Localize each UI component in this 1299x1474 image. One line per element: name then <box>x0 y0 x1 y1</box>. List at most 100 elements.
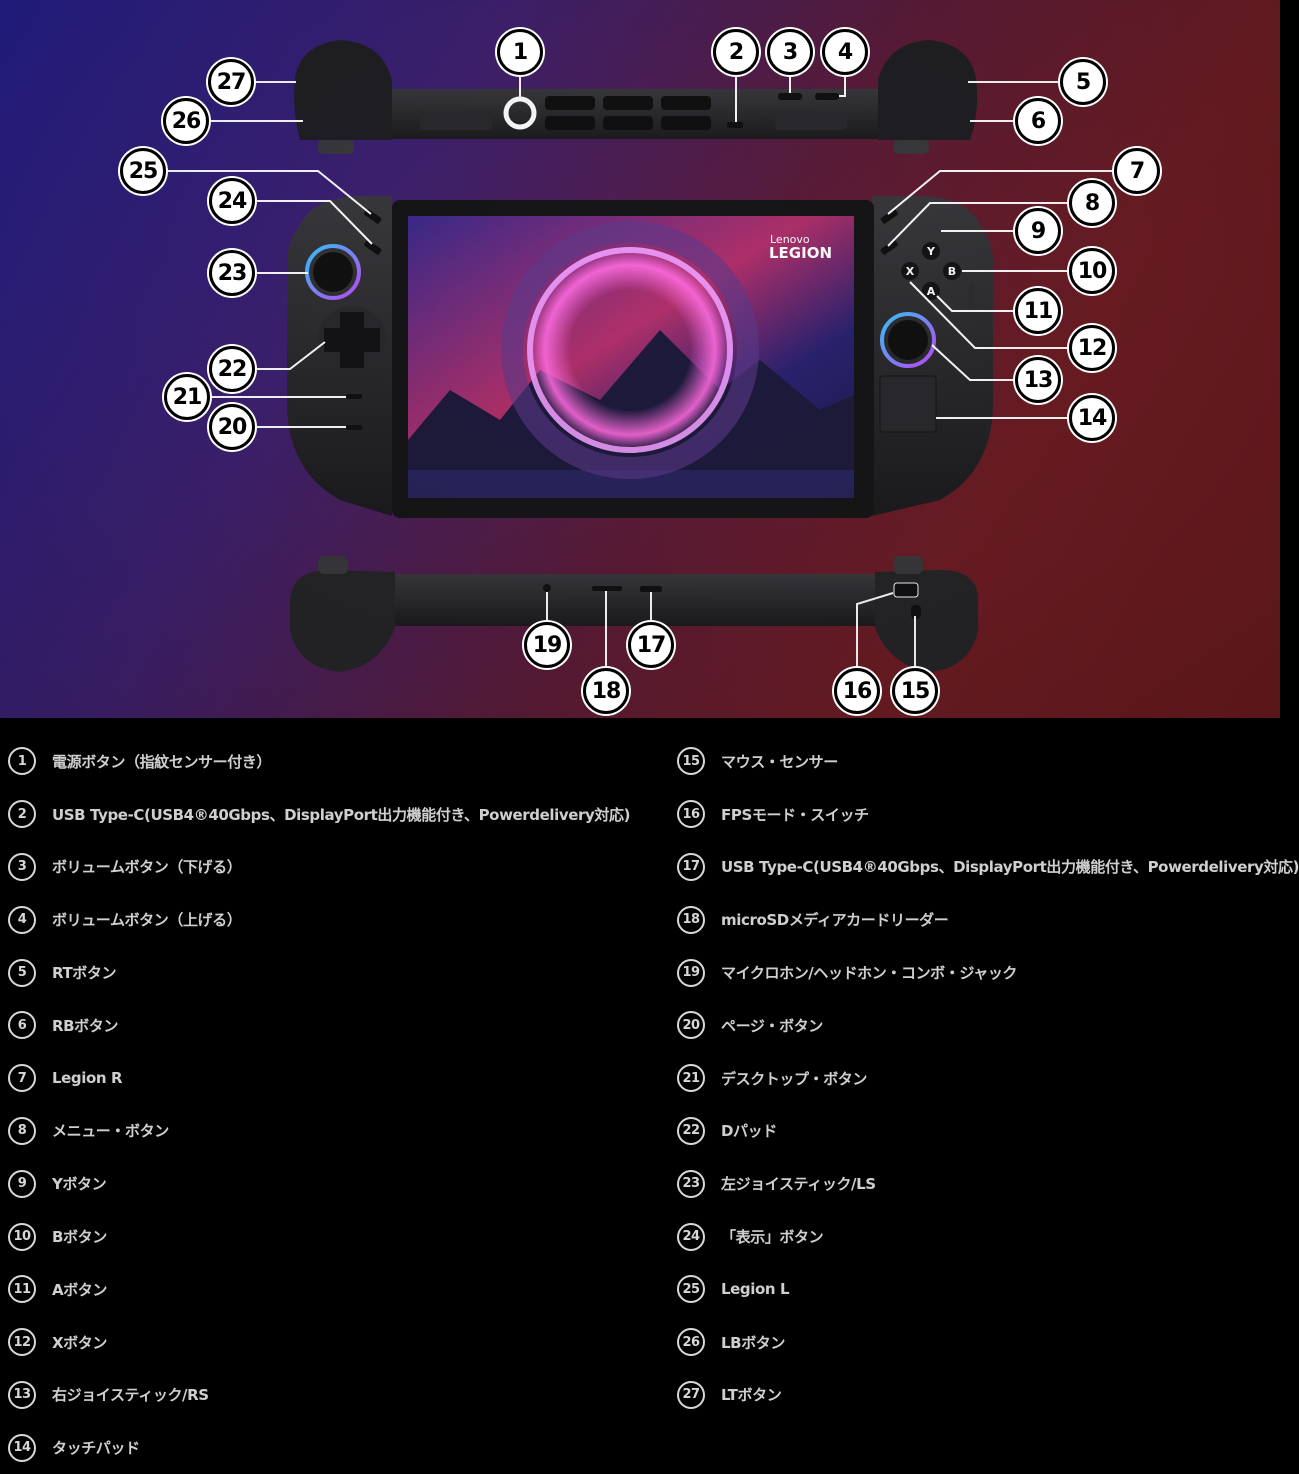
legend-item: 12 Xボタン <box>8 1316 668 1369</box>
legend-item: 24 「表示」ボタン <box>677 1210 1277 1263</box>
legend-number: 6 <box>8 1011 36 1040</box>
callout-25: 25 <box>120 148 166 194</box>
legend-label: Legion R <box>52 1069 123 1088</box>
legend-label: ボリュームボタン（上げる） <box>52 911 242 930</box>
callout-8: 8 <box>1069 180 1115 226</box>
legend-label: USB Type-C(USB4®40Gbps、DisplayPort出力機能付き… <box>52 805 631 824</box>
legend-number: 10 <box>8 1222 36 1251</box>
front-view: Lenovo LEGION Y B A X <box>286 196 994 518</box>
callout-7: 7 <box>1114 148 1160 194</box>
legend-label: RTボタン <box>52 964 117 983</box>
legend-label: メニュー・ボタン <box>52 1122 169 1141</box>
legend-number: 5 <box>8 958 36 987</box>
callout-27: 27 <box>208 59 254 105</box>
legend-item: 1 電源ボタン（指紋センサー付き） <box>8 735 668 788</box>
legend-label: FPSモード・スイッチ <box>721 805 869 824</box>
legend-item: 22 Dパッド <box>677 1105 1277 1158</box>
legend-item: 23 左ジョイスティック/LS <box>677 1157 1277 1210</box>
legend-label: 左ジョイスティック/LS <box>721 1175 876 1194</box>
callout-1: 1 <box>497 29 543 75</box>
callout-9: 9 <box>1015 208 1061 254</box>
callout-13: 13 <box>1015 357 1061 403</box>
legend-item: 17 USB Type-C(USB4®40Gbps、DisplayPort出力機能… <box>677 841 1299 894</box>
callout-22: 22 <box>209 346 255 392</box>
legend-label: Legion L <box>721 1280 790 1299</box>
legend-number: 8 <box>8 1116 36 1145</box>
legend-item: 18 microSDメディアカードリーダー <box>677 893 1277 946</box>
legend-number: 21 <box>677 1064 705 1093</box>
legend-label: LBボタン <box>721 1333 785 1352</box>
legend-number: 14 <box>8 1433 36 1462</box>
legend-label: Aボタン <box>52 1280 108 1299</box>
legend-right-column: 15 マウス・センサー 16 FPSモード・スイッチ 17 USB Type-C(US… <box>677 735 1299 1422</box>
leader-lines <box>166 75 1114 668</box>
legend-item: 11 Aボタン <box>8 1263 668 1316</box>
legend-label: デスクトップ・ボタン <box>721 1069 868 1088</box>
legend-label: ページ・ボタン <box>721 1016 823 1035</box>
legend-item: 14 タッチパッド <box>8 1421 668 1474</box>
legend-number: 12 <box>8 1328 36 1357</box>
legend-number: 23 <box>677 1169 705 1198</box>
legend-label: マイクロホン/ヘッドホン・コンボ・ジャック <box>721 964 1018 983</box>
legend-number: 3 <box>8 852 36 881</box>
callout-19: 19 <box>524 622 570 668</box>
callout-21: 21 <box>164 374 210 420</box>
legend-label: 電源ボタン（指紋センサー付き） <box>52 752 272 771</box>
legend-label: Bボタン <box>52 1228 107 1247</box>
legend-label: microSDメディアカードリーダー <box>721 911 949 930</box>
callout-20: 20 <box>209 404 255 450</box>
legend-item: 5 RTボタン <box>8 946 668 999</box>
legend-item: 25 Legion L <box>677 1263 1277 1316</box>
device-diagram: Lenovo LEGION Y B A X <box>0 0 1280 718</box>
legend-label: マウス・センサー <box>721 752 838 771</box>
legend-number: 27 <box>677 1380 705 1409</box>
callout-16: 16 <box>834 668 880 714</box>
legend-label: RBボタン <box>52 1016 118 1035</box>
legend-label: Dパッド <box>721 1122 777 1141</box>
legend-number: 15 <box>677 747 705 776</box>
top-view <box>294 40 978 154</box>
legend-number: 26 <box>677 1328 705 1357</box>
legend-number: 19 <box>677 958 705 987</box>
legend-number: 22 <box>677 1116 705 1145</box>
legend-label: Xボタン <box>52 1333 107 1352</box>
callout-6: 6 <box>1015 98 1061 144</box>
screen-brand-maker: Lenovo <box>770 233 810 246</box>
legend-item: 7 Legion R <box>8 1052 668 1105</box>
legend-label: USB Type-C(USB4®40Gbps、DisplayPort出力機能付き… <box>721 858 1299 877</box>
legend-item: 10 Bボタン <box>8 1210 668 1263</box>
a-button-letter: A <box>927 285 936 298</box>
legend-item: 16 FPSモード・スイッチ <box>677 788 1277 841</box>
device-illustration: Lenovo LEGION Y B A X <box>166 40 1114 672</box>
callout-12: 12 <box>1069 325 1115 371</box>
callout-15: 15 <box>892 668 938 714</box>
legend-item: 6 RBボタン <box>8 999 668 1052</box>
legend-number: 1 <box>8 747 36 776</box>
legend-number: 11 <box>8 1275 36 1304</box>
callout-17: 17 <box>628 622 674 668</box>
callout-14: 14 <box>1069 395 1115 441</box>
legend-number: 18 <box>677 905 705 934</box>
legend-number: 20 <box>677 1011 705 1040</box>
callout-3: 3 <box>767 29 813 75</box>
dpad <box>324 312 380 368</box>
callout-18: 18 <box>583 668 629 714</box>
legend-item: 21 デスクトップ・ボタン <box>677 1052 1277 1105</box>
x-button-letter: X <box>906 265 915 278</box>
legend-number: 17 <box>677 852 705 881</box>
legend-label: Yボタン <box>52 1175 107 1194</box>
legend-number: 16 <box>677 800 705 829</box>
legend-item: 15 マウス・センサー <box>677 735 1277 788</box>
legend-number: 25 <box>677 1275 705 1304</box>
callout-23: 23 <box>209 250 255 296</box>
legend-label: タッチパッド <box>52 1439 140 1458</box>
legend-number: 24 <box>677 1222 705 1251</box>
legend-item: 26 LBボタン <box>677 1316 1277 1369</box>
legend-label: 「表示」ボタン <box>721 1228 824 1247</box>
legend-number: 7 <box>8 1064 36 1093</box>
